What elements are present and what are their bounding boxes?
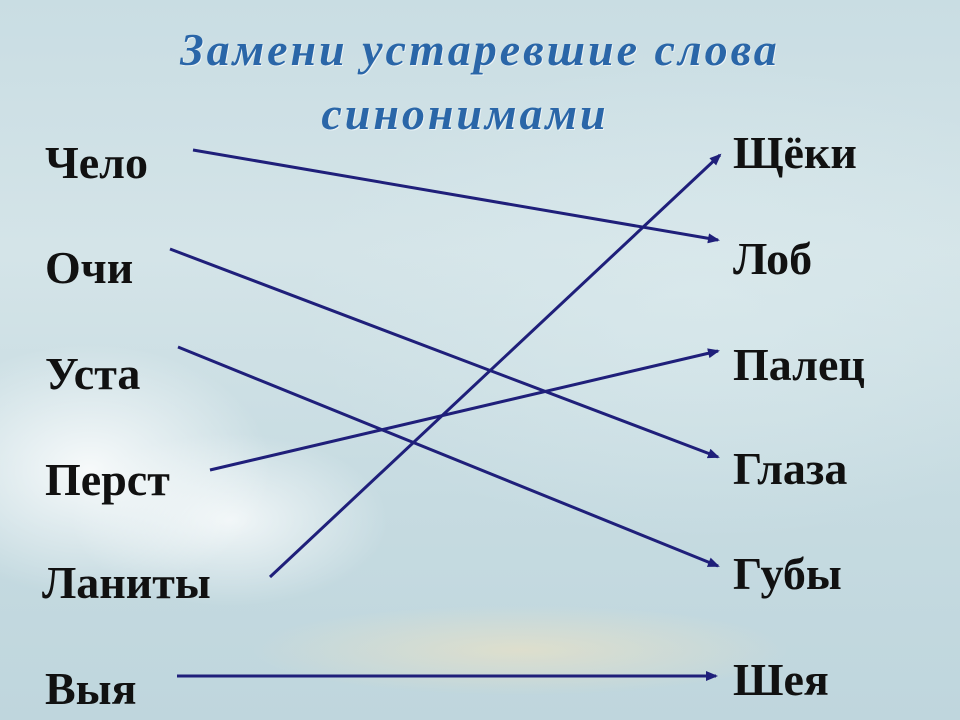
connector-chelo-lob <box>192 148 720 244</box>
title-line-1: Замени устаревшие слова <box>180 24 780 75</box>
right-word-guby: Губы <box>733 548 842 599</box>
left-word-usta: Уста <box>45 348 141 399</box>
connector-lanity-shcheki <box>268 153 722 579</box>
left-word-chelo: Чело <box>45 137 148 188</box>
left-word-vyya: Выя <box>45 663 137 714</box>
left-word-ochi: Очи <box>45 242 134 293</box>
right-word-lob: Лоб <box>733 233 813 284</box>
right-word-palets: Палец <box>733 339 865 390</box>
right-word-sheya: Шея <box>733 654 829 705</box>
right-word-shcheki: Щёки <box>733 127 857 178</box>
connector-ochi-glaza <box>169 247 720 459</box>
left-word-lanity: Ланиты <box>42 557 211 608</box>
connector-usta-guby <box>177 345 720 568</box>
right-word-glaza: Глаза <box>733 443 848 494</box>
page-title: Замени устаревшие слова синонимами <box>0 18 960 146</box>
title-line-2: синонимами <box>321 88 609 139</box>
connector-perst-palets <box>209 348 720 472</box>
left-word-perst: Перст <box>45 454 170 505</box>
